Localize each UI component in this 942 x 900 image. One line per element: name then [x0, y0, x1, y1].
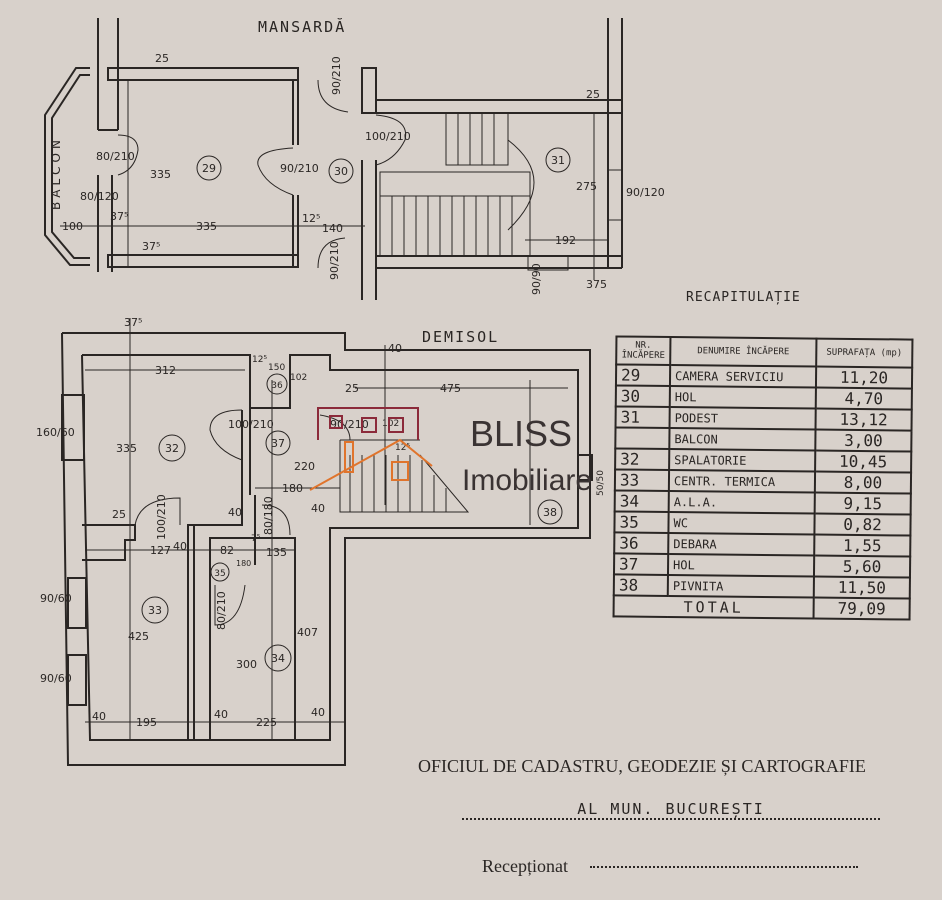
svg-text:335: 335: [116, 442, 137, 455]
lower-dimensions: 37⁵ 312 12⁵ 150 102 25 40 475 335 220 18…: [92, 316, 461, 729]
svg-text:25: 25: [112, 508, 126, 521]
svg-text:50/50: 50/50: [596, 470, 606, 496]
svg-text:90/210: 90/210: [330, 56, 343, 95]
svg-text:90/120: 90/120: [626, 186, 665, 199]
svg-text:82: 82: [220, 544, 234, 557]
table-header-row: NR. ÎNCĂPERE DENUMIRE ÎNCĂPERE SUPRAFAȚA…: [616, 336, 913, 368]
svg-text:335: 335: [196, 220, 217, 233]
svg-text:7⁵: 7⁵: [251, 534, 261, 544]
room-number: 32: [165, 442, 179, 455]
balcony-label: BALCON: [49, 136, 63, 210]
svg-text:335: 335: [150, 168, 171, 181]
room-number: 38: [543, 506, 557, 519]
svg-text:25: 25: [586, 88, 600, 101]
room-number: 34: [271, 652, 285, 665]
svg-text:80/210: 80/210: [96, 150, 135, 163]
svg-text:135: 135: [266, 546, 287, 559]
svg-text:127: 127: [150, 544, 171, 557]
svg-text:102: 102: [290, 373, 307, 383]
svg-text:80/120: 80/120: [80, 190, 119, 203]
svg-text:195: 195: [136, 716, 157, 729]
header-name: DENUMIRE ÎNCĂPERE: [670, 337, 817, 367]
svg-text:40: 40: [173, 540, 187, 553]
svg-text:40: 40: [214, 708, 228, 721]
svg-text:37⁵: 37⁵: [110, 210, 128, 223]
upper-room-numbers: 29 30 31: [196, 147, 571, 184]
svg-text:90/210: 90/210: [280, 162, 319, 175]
office-name: OFICIUL DE CADASTRU, GEODEZIE ȘI CARTOGR…: [418, 756, 866, 776]
svg-text:37⁵: 37⁵: [142, 240, 160, 253]
svg-text:80/180: 80/180: [262, 496, 275, 535]
svg-text:150: 150: [268, 363, 285, 373]
received-signature-line: [590, 866, 858, 868]
svg-text:90/60: 90/60: [40, 592, 72, 605]
svg-text:192: 192: [555, 234, 576, 247]
svg-text:12⁵: 12⁵: [252, 355, 267, 365]
room-number: 37: [271, 437, 285, 450]
svg-text:40: 40: [228, 506, 242, 519]
svg-text:425: 425: [128, 630, 149, 643]
svg-text:407: 407: [297, 626, 318, 639]
svg-text:90/210: 90/210: [328, 241, 341, 280]
svg-text:375: 375: [586, 278, 607, 291]
recap-table: NR. ÎNCĂPERE DENUMIRE ÎNCĂPERE SUPRAFAȚA…: [613, 335, 914, 620]
total-label: TOTAL: [613, 595, 814, 619]
svg-text:220: 220: [294, 460, 315, 473]
total-value: 79,09: [813, 597, 910, 620]
lower-room-numbers: 32 33 34 35 36 37 38: [141, 373, 563, 672]
svg-text:475: 475: [440, 382, 461, 395]
svg-text:275: 275: [576, 180, 597, 193]
svg-text:225: 225: [256, 716, 277, 729]
svg-text:312: 312: [155, 364, 176, 377]
bliss-imobiliare-watermark: BLISS Imobiliare: [309, 407, 592, 497]
room-number: 36: [271, 381, 283, 391]
svg-text:12⁵: 12⁵: [302, 212, 320, 225]
office-city: AL MUN. BUCUREȘTI: [462, 800, 880, 820]
header-nr: NR. ÎNCĂPERE: [616, 336, 671, 366]
received-label: Recepționat: [482, 856, 568, 876]
lower-walls: [61, 318, 593, 766]
room-number: 31: [551, 154, 565, 167]
watermark-sub: Imobiliare: [462, 464, 592, 497]
svg-text:12⁵: 12⁵: [395, 443, 410, 453]
upper-dimensions: 25 335 37⁵ 100 335 12⁵ 140 37⁵ 275 25 19…: [62, 52, 607, 291]
svg-text:80/210: 80/210: [215, 591, 228, 630]
svg-text:100/210: 100/210: [228, 418, 274, 431]
lower-plan-title: DEMISOL: [422, 328, 499, 346]
room-number: 33: [148, 604, 162, 617]
svg-text:25: 25: [345, 382, 359, 395]
svg-text:100/210: 100/210: [155, 494, 168, 540]
svg-text:180: 180: [282, 482, 303, 495]
room-number: 29: [202, 162, 216, 175]
svg-text:100/210: 100/210: [365, 130, 411, 143]
recap-title: RECAPITULAȚIE: [686, 290, 801, 305]
svg-text:40: 40: [388, 342, 402, 355]
svg-text:100: 100: [62, 220, 83, 233]
total-row: TOTAL 79,09: [613, 595, 910, 620]
upper-walls: [44, 18, 623, 300]
svg-text:102: 102: [382, 419, 399, 429]
svg-text:140: 140: [322, 222, 343, 235]
svg-text:40: 40: [311, 706, 325, 719]
svg-text:180: 180: [236, 559, 251, 568]
watermark-brand: BLISS: [470, 413, 572, 454]
svg-text:40: 40: [311, 502, 325, 515]
room-number: 30: [334, 165, 348, 178]
header-area: SUPRAFAȚA (mp): [816, 338, 913, 368]
svg-text:40: 40: [92, 710, 106, 723]
upper-door-labels: 80/210 80/120 90/210 90/210 100/210 90/2…: [80, 56, 665, 295]
room-number: 35: [214, 569, 225, 579]
svg-text:25: 25: [155, 52, 169, 65]
svg-text:300: 300: [236, 658, 257, 671]
lower-window-labels: 160/60 90/60 90/60 50/50: [36, 426, 606, 685]
svg-text:160/60: 160/60: [36, 426, 75, 439]
upper-plan-title: MANSARDĂ: [258, 17, 346, 36]
svg-text:90/60: 90/60: [40, 672, 72, 685]
svg-text:37⁵: 37⁵: [124, 316, 142, 329]
svg-text:90/90: 90/90: [530, 263, 543, 295]
